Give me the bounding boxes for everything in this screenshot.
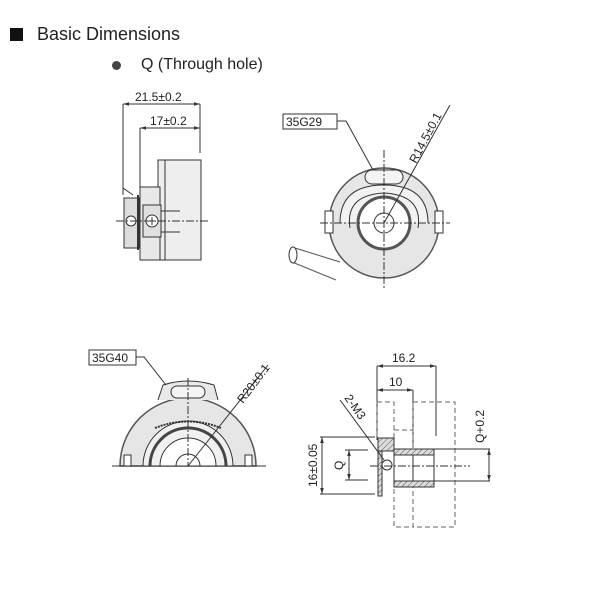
dim-height-16: 16±0.05 [306, 443, 320, 487]
front-view-35g29 [288, 104, 451, 290]
dim-length-10: 10 [389, 375, 403, 389]
dim-body-width: 17±0.2 [150, 114, 187, 128]
square-bullet-icon [10, 28, 23, 41]
subsection-title: Q (Through hole) [141, 56, 263, 73]
dim-shaft-q-plus: Q+0.2 [473, 410, 487, 443]
dim-overall-width: 21.5±0.2 [135, 90, 182, 104]
dim-length-16-2: 16.2 [392, 351, 416, 365]
model-label-box-35g29 [282, 113, 338, 130]
model-label-35g40: 35G40 [92, 351, 128, 365]
subsection-header: Q (Through hole) [112, 56, 263, 74]
front-view-35g40 [112, 356, 269, 467]
circle-bullet-icon [112, 60, 121, 70]
radius-label-35g29: R14.5±0.1 [406, 110, 444, 166]
section-header: Basic Dimensions [10, 24, 180, 45]
section-title: Basic Dimensions [37, 24, 181, 44]
model-label-box-35g40 [88, 349, 137, 366]
radius-label-35g40: R20±0.1 [234, 361, 273, 406]
side-view [116, 102, 210, 261]
section-view [320, 364, 491, 528]
model-label-35g29: 35G29 [286, 115, 322, 129]
dim-bore-q: Q [332, 461, 346, 470]
